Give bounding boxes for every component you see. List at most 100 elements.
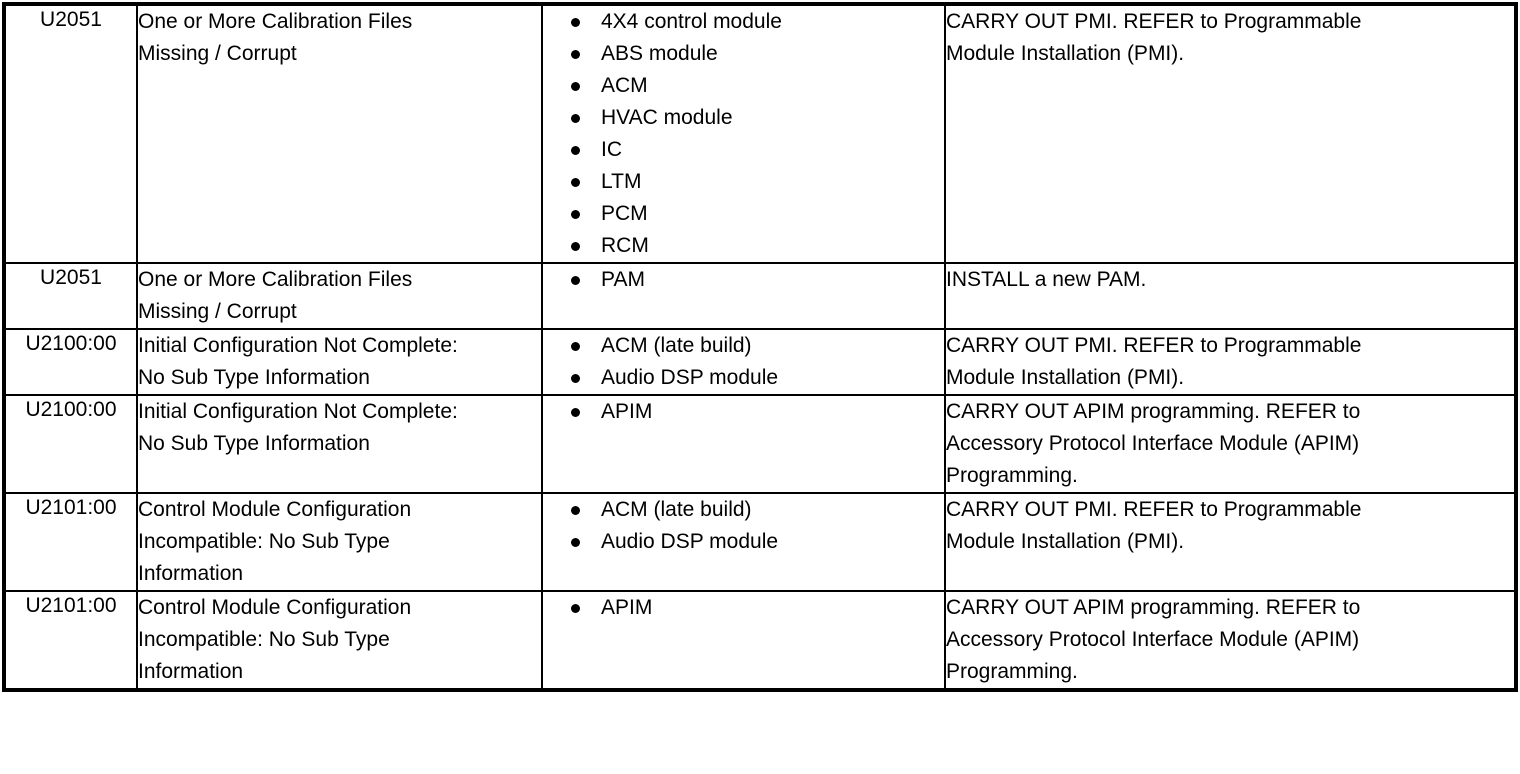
- module-list: APIM: [543, 592, 944, 624]
- list-item: LTM: [543, 166, 944, 198]
- module-label: HVAC module: [601, 106, 733, 129]
- action-line: Accessory Protocol Interface Module (API…: [946, 432, 1360, 455]
- action-line: CARRY OUT APIM programming. REFER to: [946, 596, 1361, 619]
- bullet-icon: [571, 210, 580, 219]
- action-line: Accessory Protocol Interface Module (API…: [946, 628, 1360, 651]
- list-item: ACM: [543, 70, 944, 102]
- list-item: HVAC module: [543, 102, 944, 134]
- list-item: IC: [543, 134, 944, 166]
- list-item: APIM: [543, 396, 944, 428]
- dtc-code-text: U2101:00: [25, 496, 117, 519]
- action-line: INSTALL a new PAM.: [946, 268, 1147, 291]
- bullet-icon: [571, 538, 580, 547]
- action-line: Module Installation (PMI).: [946, 530, 1185, 553]
- description-line: One or More Calibration Files: [138, 268, 413, 291]
- description-line: Information: [138, 660, 244, 683]
- module-label: APIM: [601, 400, 653, 423]
- description-line: Control Module Configuration: [138, 498, 412, 521]
- action-line: Module Installation (PMI).: [946, 366, 1185, 389]
- list-item: PCM: [543, 198, 944, 230]
- list-item: Audio DSP module: [543, 526, 944, 558]
- affected-modules-cell: APIM: [541, 394, 946, 494]
- description-line: One or More Calibration Files: [138, 10, 413, 33]
- module-label: ACM: [601, 74, 648, 97]
- dtc-code-text: U2101:00: [25, 594, 117, 617]
- module-list: ACM (late build) Audio DSP module: [543, 494, 944, 558]
- action-cell: INSTALL a new PAM.: [944, 262, 1517, 330]
- description-line: Control Module Configuration: [138, 596, 412, 619]
- bullet-icon: [571, 408, 580, 417]
- module-list: APIM: [543, 396, 944, 428]
- description-line: Information: [138, 562, 244, 585]
- list-item: RCM: [543, 230, 944, 262]
- affected-modules-cell: ACM (late build) Audio DSP module: [541, 328, 946, 396]
- module-label: IC: [601, 138, 622, 161]
- bullet-icon: [571, 374, 580, 383]
- dtc-code-cell: U2101:00: [3, 492, 138, 592]
- action-line: Module Installation (PMI).: [946, 42, 1185, 65]
- list-item: ACM (late build): [543, 330, 944, 362]
- dtc-code-cell: U2051: [3, 262, 138, 330]
- description-cell: Initial Configuration Not Complete: No Su…: [136, 394, 543, 494]
- list-item: 4X4 control module: [543, 6, 944, 38]
- module-label: ACM (late build): [601, 498, 752, 521]
- description-line: Missing / Corrupt: [138, 300, 297, 323]
- action-cell: CARRY OUT APIM programming. REFER to Acce…: [944, 590, 1517, 691]
- list-item: PAM: [543, 264, 944, 296]
- action-line: CARRY OUT PMI. REFER to Programmable: [946, 334, 1362, 357]
- bullet-icon: [571, 178, 580, 187]
- action-line: CARRY OUT PMI. REFER to Programmable: [946, 498, 1362, 521]
- description-line: No Sub Type Information: [138, 366, 370, 389]
- module-list: PAM: [543, 264, 944, 296]
- list-item: Audio DSP module: [543, 362, 944, 394]
- module-label: PCM: [601, 202, 648, 225]
- bullet-icon: [571, 18, 580, 27]
- dtc-code-cell: U2100:00: [3, 394, 138, 494]
- dtc-code-cell: U2101:00: [3, 590, 138, 691]
- action-line: Programming.: [946, 660, 1078, 683]
- dtc-code-cell: U2051: [3, 3, 138, 264]
- affected-modules-cell: PAM: [541, 262, 946, 330]
- dtc-code-text: U2051: [40, 8, 102, 31]
- list-item: APIM: [543, 592, 944, 624]
- description-line: No Sub Type Information: [138, 432, 370, 455]
- description-line: Initial Configuration Not Complete:: [138, 400, 458, 423]
- description-line: Incompatible: No Sub Type: [138, 628, 390, 651]
- action-line: CARRY OUT APIM programming. REFER to: [946, 400, 1361, 423]
- module-list: ACM (late build) Audio DSP module: [543, 330, 944, 394]
- bullet-icon: [571, 342, 580, 351]
- bullet-icon: [571, 506, 580, 515]
- bullet-icon: [571, 276, 580, 285]
- list-item: ACM (late build): [543, 494, 944, 526]
- module-label: Audio DSP module: [601, 366, 779, 389]
- bullet-icon: [571, 50, 580, 59]
- module-label: ABS module: [601, 42, 718, 65]
- bullet-icon: [571, 242, 580, 251]
- affected-modules-cell: ACM (late build) Audio DSP module: [541, 492, 946, 592]
- module-label: APIM: [601, 596, 653, 619]
- action-line: Programming.: [946, 464, 1078, 487]
- dtc-code-text: U2100:00: [25, 332, 117, 355]
- module-label: Audio DSP module: [601, 530, 779, 553]
- description-line: Missing / Corrupt: [138, 42, 297, 65]
- list-item: ABS module: [543, 38, 944, 70]
- module-label: ACM (late build): [601, 334, 752, 357]
- module-label: LTM: [601, 170, 642, 193]
